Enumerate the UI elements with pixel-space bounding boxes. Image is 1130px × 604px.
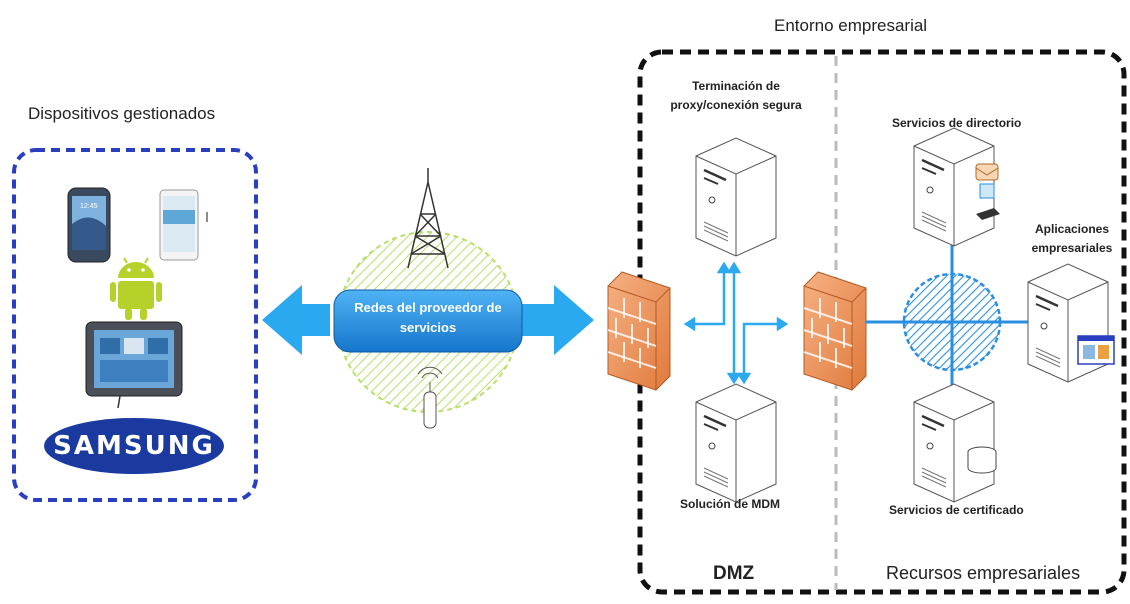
mdm-solution-label: Solución de MDM xyxy=(680,497,780,511)
app-window-icon xyxy=(1077,335,1115,365)
dmz-firewall-inner xyxy=(803,271,867,391)
database-icon xyxy=(967,446,997,474)
certificate-server-icon xyxy=(912,382,996,504)
enterprise-network-hub xyxy=(902,272,1002,372)
enterprise-resources-label: Recursos empresariales xyxy=(886,563,1081,583)
proxy-label: Terminación de proxy/conexión segura xyxy=(670,79,802,112)
directory-services-label: Servicios de directorio xyxy=(892,116,1022,130)
android-icon xyxy=(110,257,162,320)
dmz-label: DMZ xyxy=(713,563,755,584)
enterprise-environment-label: Entorno empresarial xyxy=(774,16,928,35)
samsung-logo: SAMSUNG xyxy=(44,418,224,474)
certificate-services-label: Servicios de certificado xyxy=(889,503,1024,517)
directory-badges-icon xyxy=(975,163,1000,220)
enterprise-apps-label: Aplicaciones empresariales xyxy=(1031,222,1113,255)
left-arrow xyxy=(262,285,330,355)
provider-network-label: Redes del proveedor de servicios xyxy=(354,300,502,335)
svg-text:12:45: 12:45 xyxy=(80,203,98,210)
tablet-image xyxy=(85,321,183,409)
right-arrow xyxy=(520,285,594,355)
mdm-server-icon xyxy=(694,382,778,504)
provider-network-cloud xyxy=(333,289,523,353)
dmz-arrows xyxy=(683,261,789,385)
managed-devices-box xyxy=(12,148,258,502)
cell-tower-icon xyxy=(407,168,449,269)
antenna-icon xyxy=(417,366,443,429)
proxy-server-icon xyxy=(694,136,778,258)
dmz-firewall-outer xyxy=(607,271,671,391)
phablet-image xyxy=(159,189,208,261)
smartphone-image: 12:45 xyxy=(67,187,111,263)
managed-devices-label: Dispositivos gestionados xyxy=(28,104,216,123)
enterprise-environment-box xyxy=(637,49,1127,595)
